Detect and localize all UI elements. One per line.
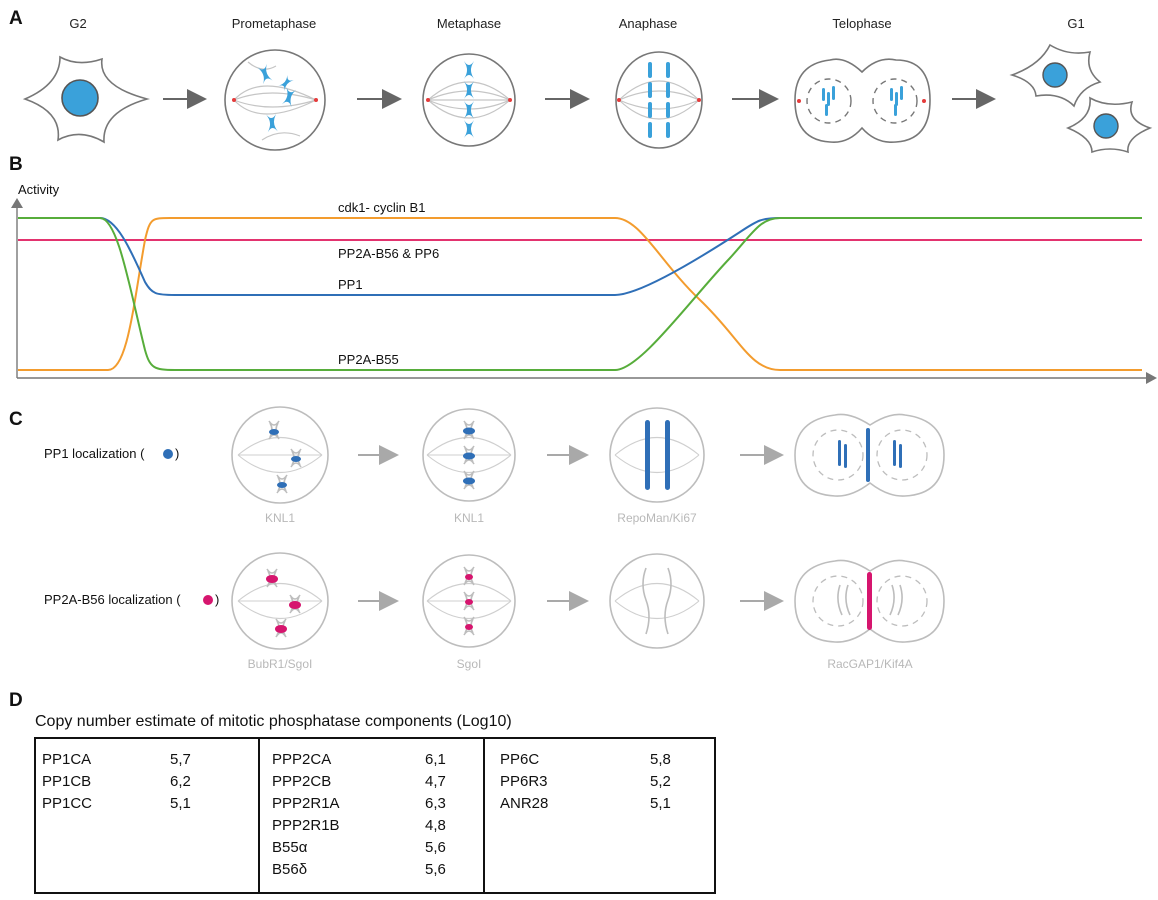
g1-cells-icon [1009,43,1153,154]
y-axis-arrow-icon [11,198,23,208]
table-row: PP1CB 6,2 [42,773,191,790]
g2-cell-icon [22,55,150,144]
pp2a-b56-label-close: ) [215,592,219,607]
copy-number-value: 5,1 [650,795,671,812]
copy-number-value: 5,8 [650,751,671,768]
pp1-localization-label: PP1 localization ( ) [44,446,179,461]
pp2a-b56-marker-icon [203,595,213,605]
pp1-kinetochore-marks [269,427,475,488]
copy-number-value: 6,2 [170,773,191,790]
component-name: PPP2CB [272,773,331,790]
phase-label-prometaphase: Prometaphase [232,16,317,31]
copy-number-value: 5,6 [425,839,446,856]
pp1-marker-icon [163,449,173,459]
activity-axes [11,198,1157,384]
table-row: B55α 5,6 [272,839,446,856]
panel-c-letter: C [9,409,23,430]
table-title: Copy number estimate of mitotic phosphat… [35,713,512,730]
curve-label-cdk1: cdk1- cyclin B1 [338,200,425,215]
component-name: PP1CB [42,773,91,790]
pp2a-b56-label-text: PP2A-B56 localization ( [44,592,181,607]
phosphatase-table [34,737,716,894]
copy-number-value: 5,2 [650,773,671,790]
factor-label-r1-1: KNL1 [265,511,295,525]
curve-cdk1-cyclin-b1 [18,217,1142,371]
phase-labels: G2 Prometaphase Metaphase Anaphase Telop… [69,16,1084,31]
prometaphase-cell-icon [224,49,326,151]
component-name: B55α [272,839,308,856]
y-axis-label: Activity [18,182,60,197]
anaphase-cell-icon [615,51,703,149]
component-name: PP1CC [42,795,92,812]
curve-label-pp1: PP1 [338,277,363,292]
component-name: PP6C [500,751,539,768]
copy-number-value: 5,6 [425,861,446,878]
panel-d-letter: D [9,690,23,711]
pp1-label-close: ) [175,446,179,461]
table-row: PPP2R1B 4,8 [272,817,446,834]
table-row: ANR28 5,1 [500,795,671,812]
panel-a-letter: A [9,8,23,29]
pp1-label-text: PP1 localization ( [44,446,145,461]
svg-text:PP1 localization (: PP1 localization ( [44,446,145,461]
component-name: PP6R3 [500,773,548,790]
component-name: PPP2R1B [272,817,340,834]
component-name: PP1CA [42,751,91,768]
table-row: PP1CA 5,7 [42,751,191,768]
curve-pp1 [18,217,1142,296]
component-name: ANR28 [500,795,548,812]
panel-b-letter: B [9,154,23,175]
table-row: PP6R3 5,2 [500,773,671,790]
pp1-row-cells [231,406,945,504]
x-axis-arrow-icon [1146,372,1157,384]
component-name: PPP2R1A [272,795,340,812]
copy-number-value: 4,8 [425,817,446,834]
phase-label-g1: G1 [1067,16,1084,31]
table-row: PPP2CB 4,7 [272,773,446,790]
metaphase-cell-icon [422,53,516,147]
pp2a-b56-localization-label: PP2A-B56 localization ( ) [44,592,219,607]
table-row: PP1CC 5,1 [42,795,191,812]
factor-label-r2-4: RacGAP1/Kif4A [827,657,912,671]
phase-label-metaphase: Metaphase [437,16,501,31]
curve-label-pp2a-b55: PP2A-B55 [338,352,399,367]
telophase-cell-icon [794,58,931,144]
phase-label-telophase: Telophase [832,16,891,31]
copy-number-value: 5,7 [170,751,191,768]
copy-number-value: 4,7 [425,773,446,790]
activity-curves [18,217,1142,371]
component-name: PPP2CA [272,751,331,768]
curve-label-pp2a-b56: PP2A-B56 & PP6 [338,246,439,261]
table-row: PPP2CA 6,1 [272,751,446,768]
phase-label-g2: G2 [69,16,86,31]
component-name: B56δ [272,861,307,878]
copy-number-value: 5,1 [170,795,191,812]
table-row: B56δ 5,6 [272,861,446,878]
copy-number-value: 6,3 [425,795,446,812]
pp2a-b56-row-cells [231,552,945,650]
factor-label-r2-2: SgoI [457,657,482,671]
phase-label-anaphase: Anaphase [619,16,678,31]
pp2a-b56-marks [266,572,872,633]
pp1-chromosome-marks [645,420,902,490]
table-row: PPP2R1A 6,3 [272,795,446,812]
curve-pp2a-b55 [18,217,1142,371]
factor-label-r2-1: BubR1/SgoI [248,657,313,671]
table-row: PP6C 5,8 [500,751,671,768]
copy-number-value: 6,1 [425,751,446,768]
factor-label-r1-3: RepoMan/Ki67 [617,511,697,525]
factor-label-r1-2: KNL1 [454,511,484,525]
